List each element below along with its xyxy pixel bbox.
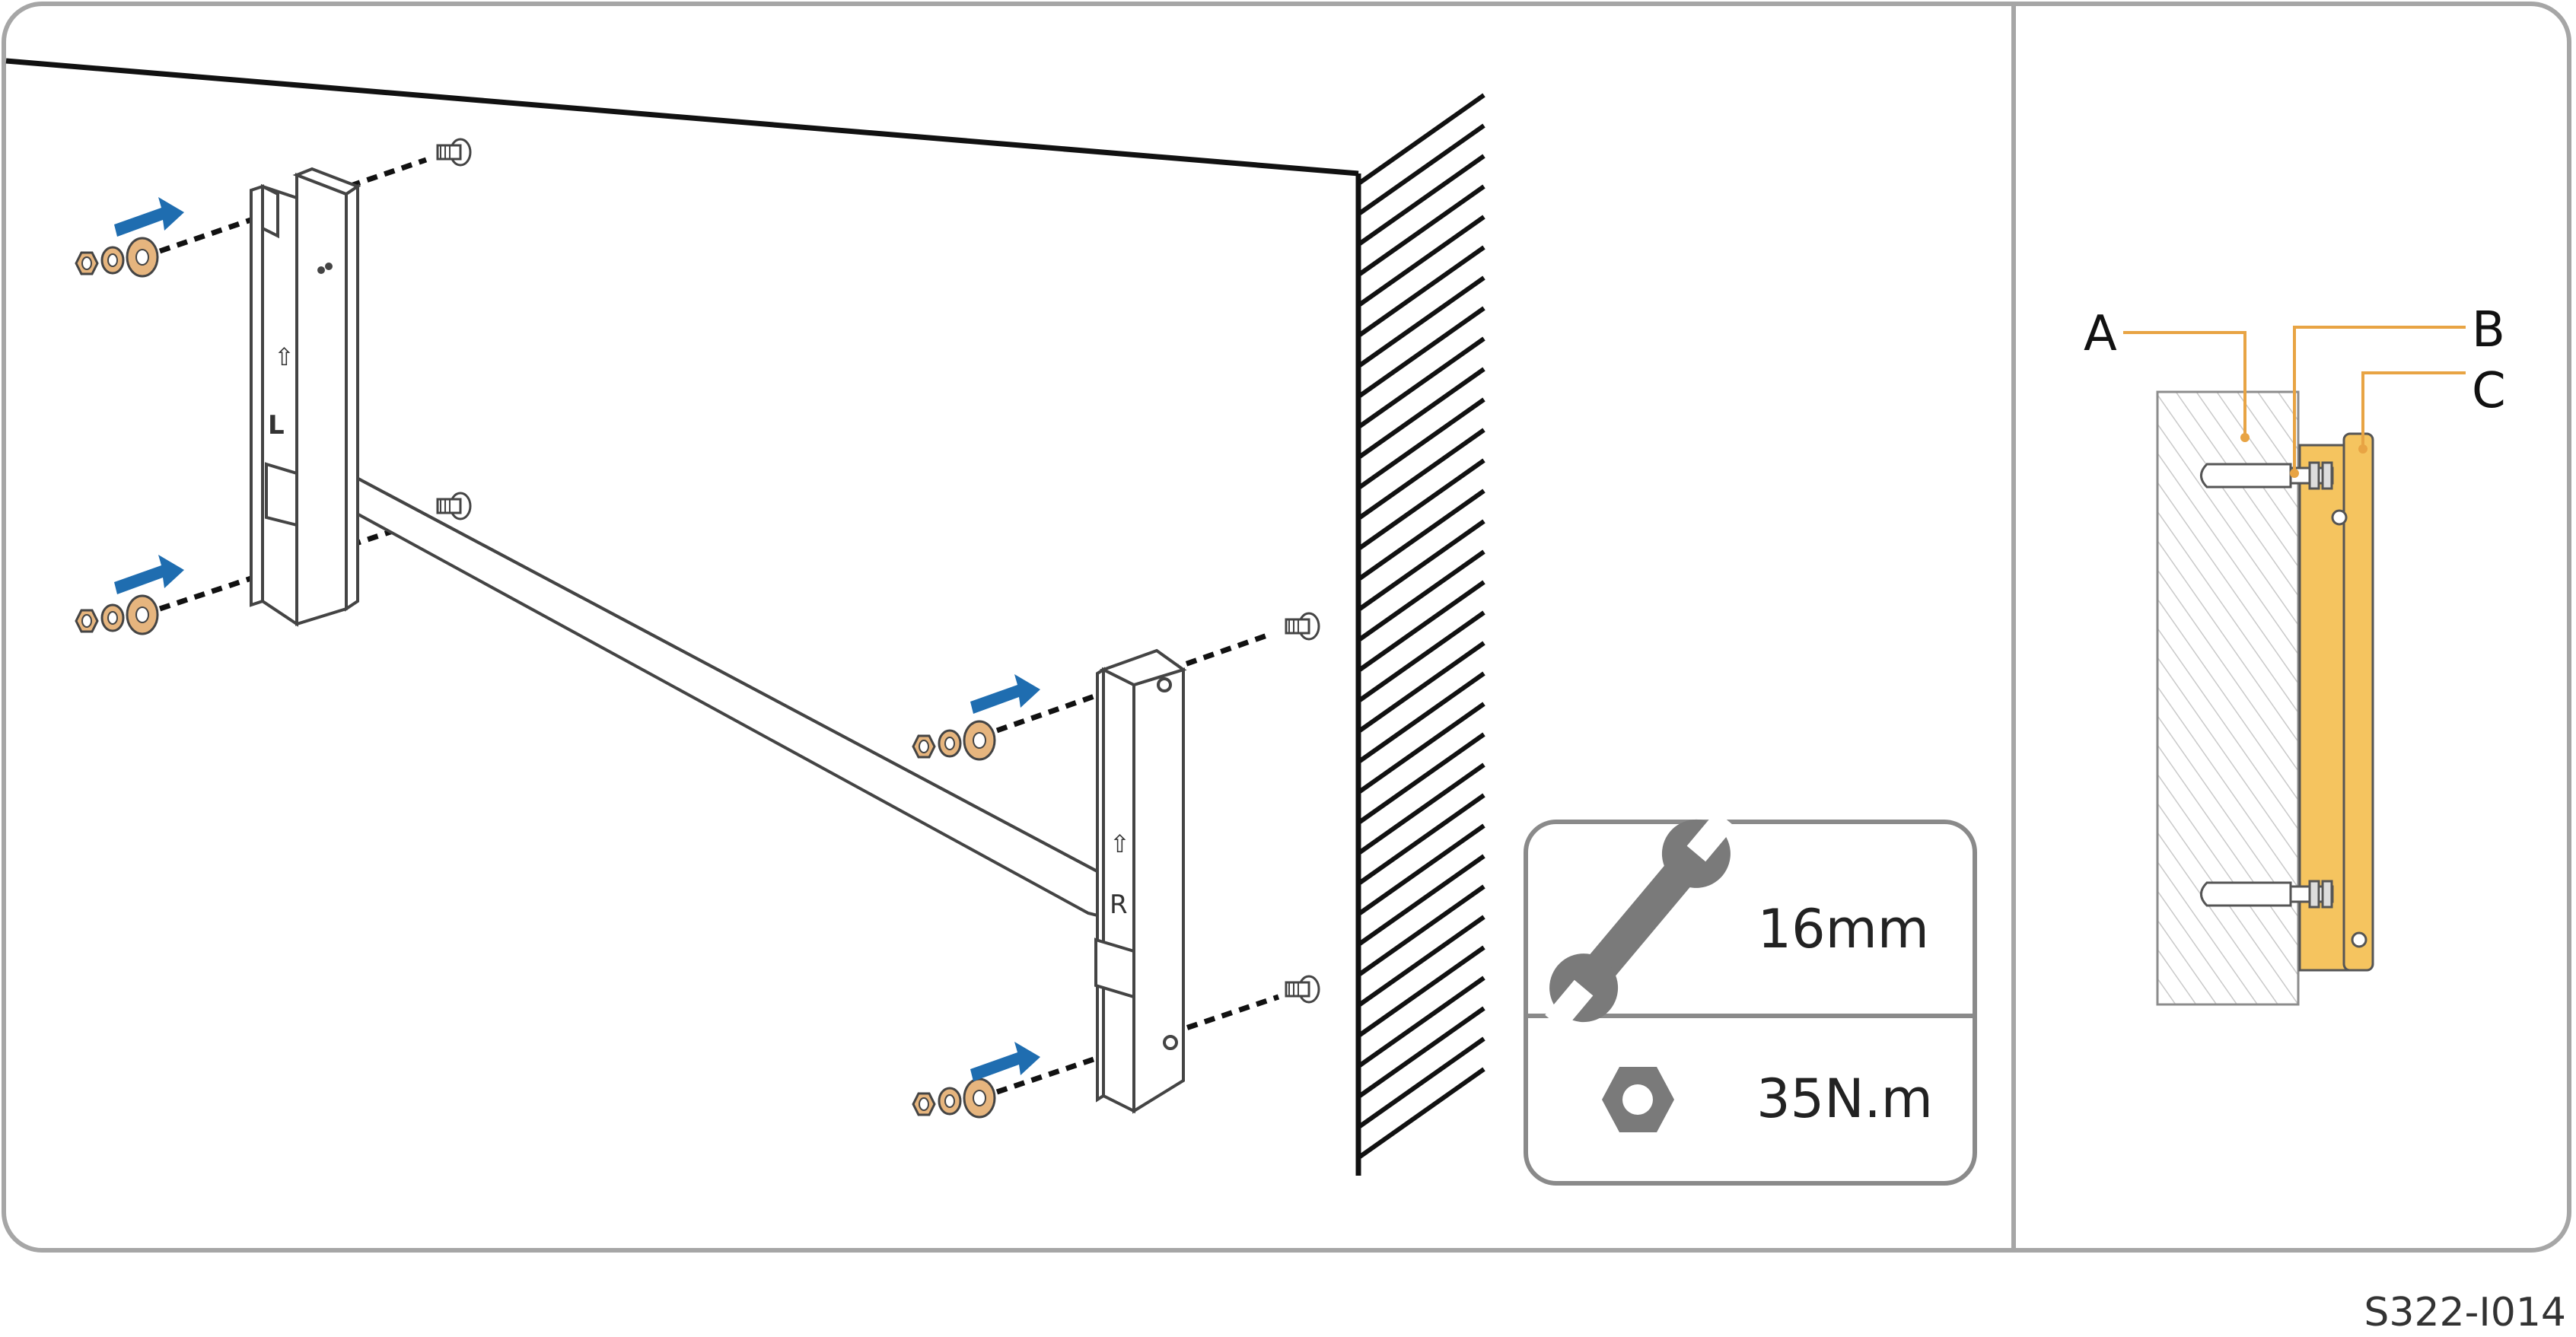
detail-anchor-bolt-top — [2200, 461, 2334, 490]
wall-bolt-3 — [1285, 612, 1320, 641]
wrench-icon — [1545, 810, 1735, 1031]
left-bracket — [250, 167, 361, 627]
detail-label-b: B — [2472, 302, 2505, 358]
leader-dot-c — [2358, 444, 2367, 454]
detail-leader-lines — [2123, 326, 2466, 473]
washer-set-4 — [912, 1078, 996, 1119]
torque-text: 35N.m — [1756, 1068, 1933, 1130]
direction-arrow-2 — [114, 555, 184, 594]
figure-code: S322-I014 — [2364, 1290, 2566, 1335]
left-bracket-label: L — [268, 410, 285, 441]
right-bracket — [1094, 648, 1187, 1114]
figure-frame — [2, 2, 2571, 1253]
hex-nut-icon — [1602, 1067, 1674, 1132]
wall-bolt-2 — [436, 492, 472, 520]
detail-label-c: C — [2472, 363, 2506, 419]
detail-anchor-bolt-bottom — [2200, 880, 2334, 909]
wall-hatching — [1358, 93, 1485, 1159]
direction-arrow-4 — [970, 1042, 1040, 1081]
leader-dot-a — [2240, 433, 2250, 442]
direction-arrow-1 — [114, 197, 184, 237]
leader-dot-b — [2290, 469, 2299, 478]
direction-arrow-3 — [970, 674, 1040, 714]
wrench-size-text: 16mm — [1758, 898, 1929, 960]
washer-set-2 — [75, 594, 159, 635]
wall-top-edge — [5, 58, 1359, 177]
washer-set-3 — [912, 720, 996, 761]
wall-bolt-4 — [1285, 975, 1320, 1004]
right-bracket-label: R — [1110, 890, 1128, 920]
detail-label-a: A — [2084, 306, 2117, 362]
cross-bar — [307, 454, 1120, 923]
washer-set-1 — [75, 237, 159, 278]
wall-bolt-1 — [436, 138, 472, 167]
left-bracket-arrow: ⇧ — [274, 342, 295, 371]
right-bracket-arrow: ⇧ — [1110, 829, 1130, 858]
